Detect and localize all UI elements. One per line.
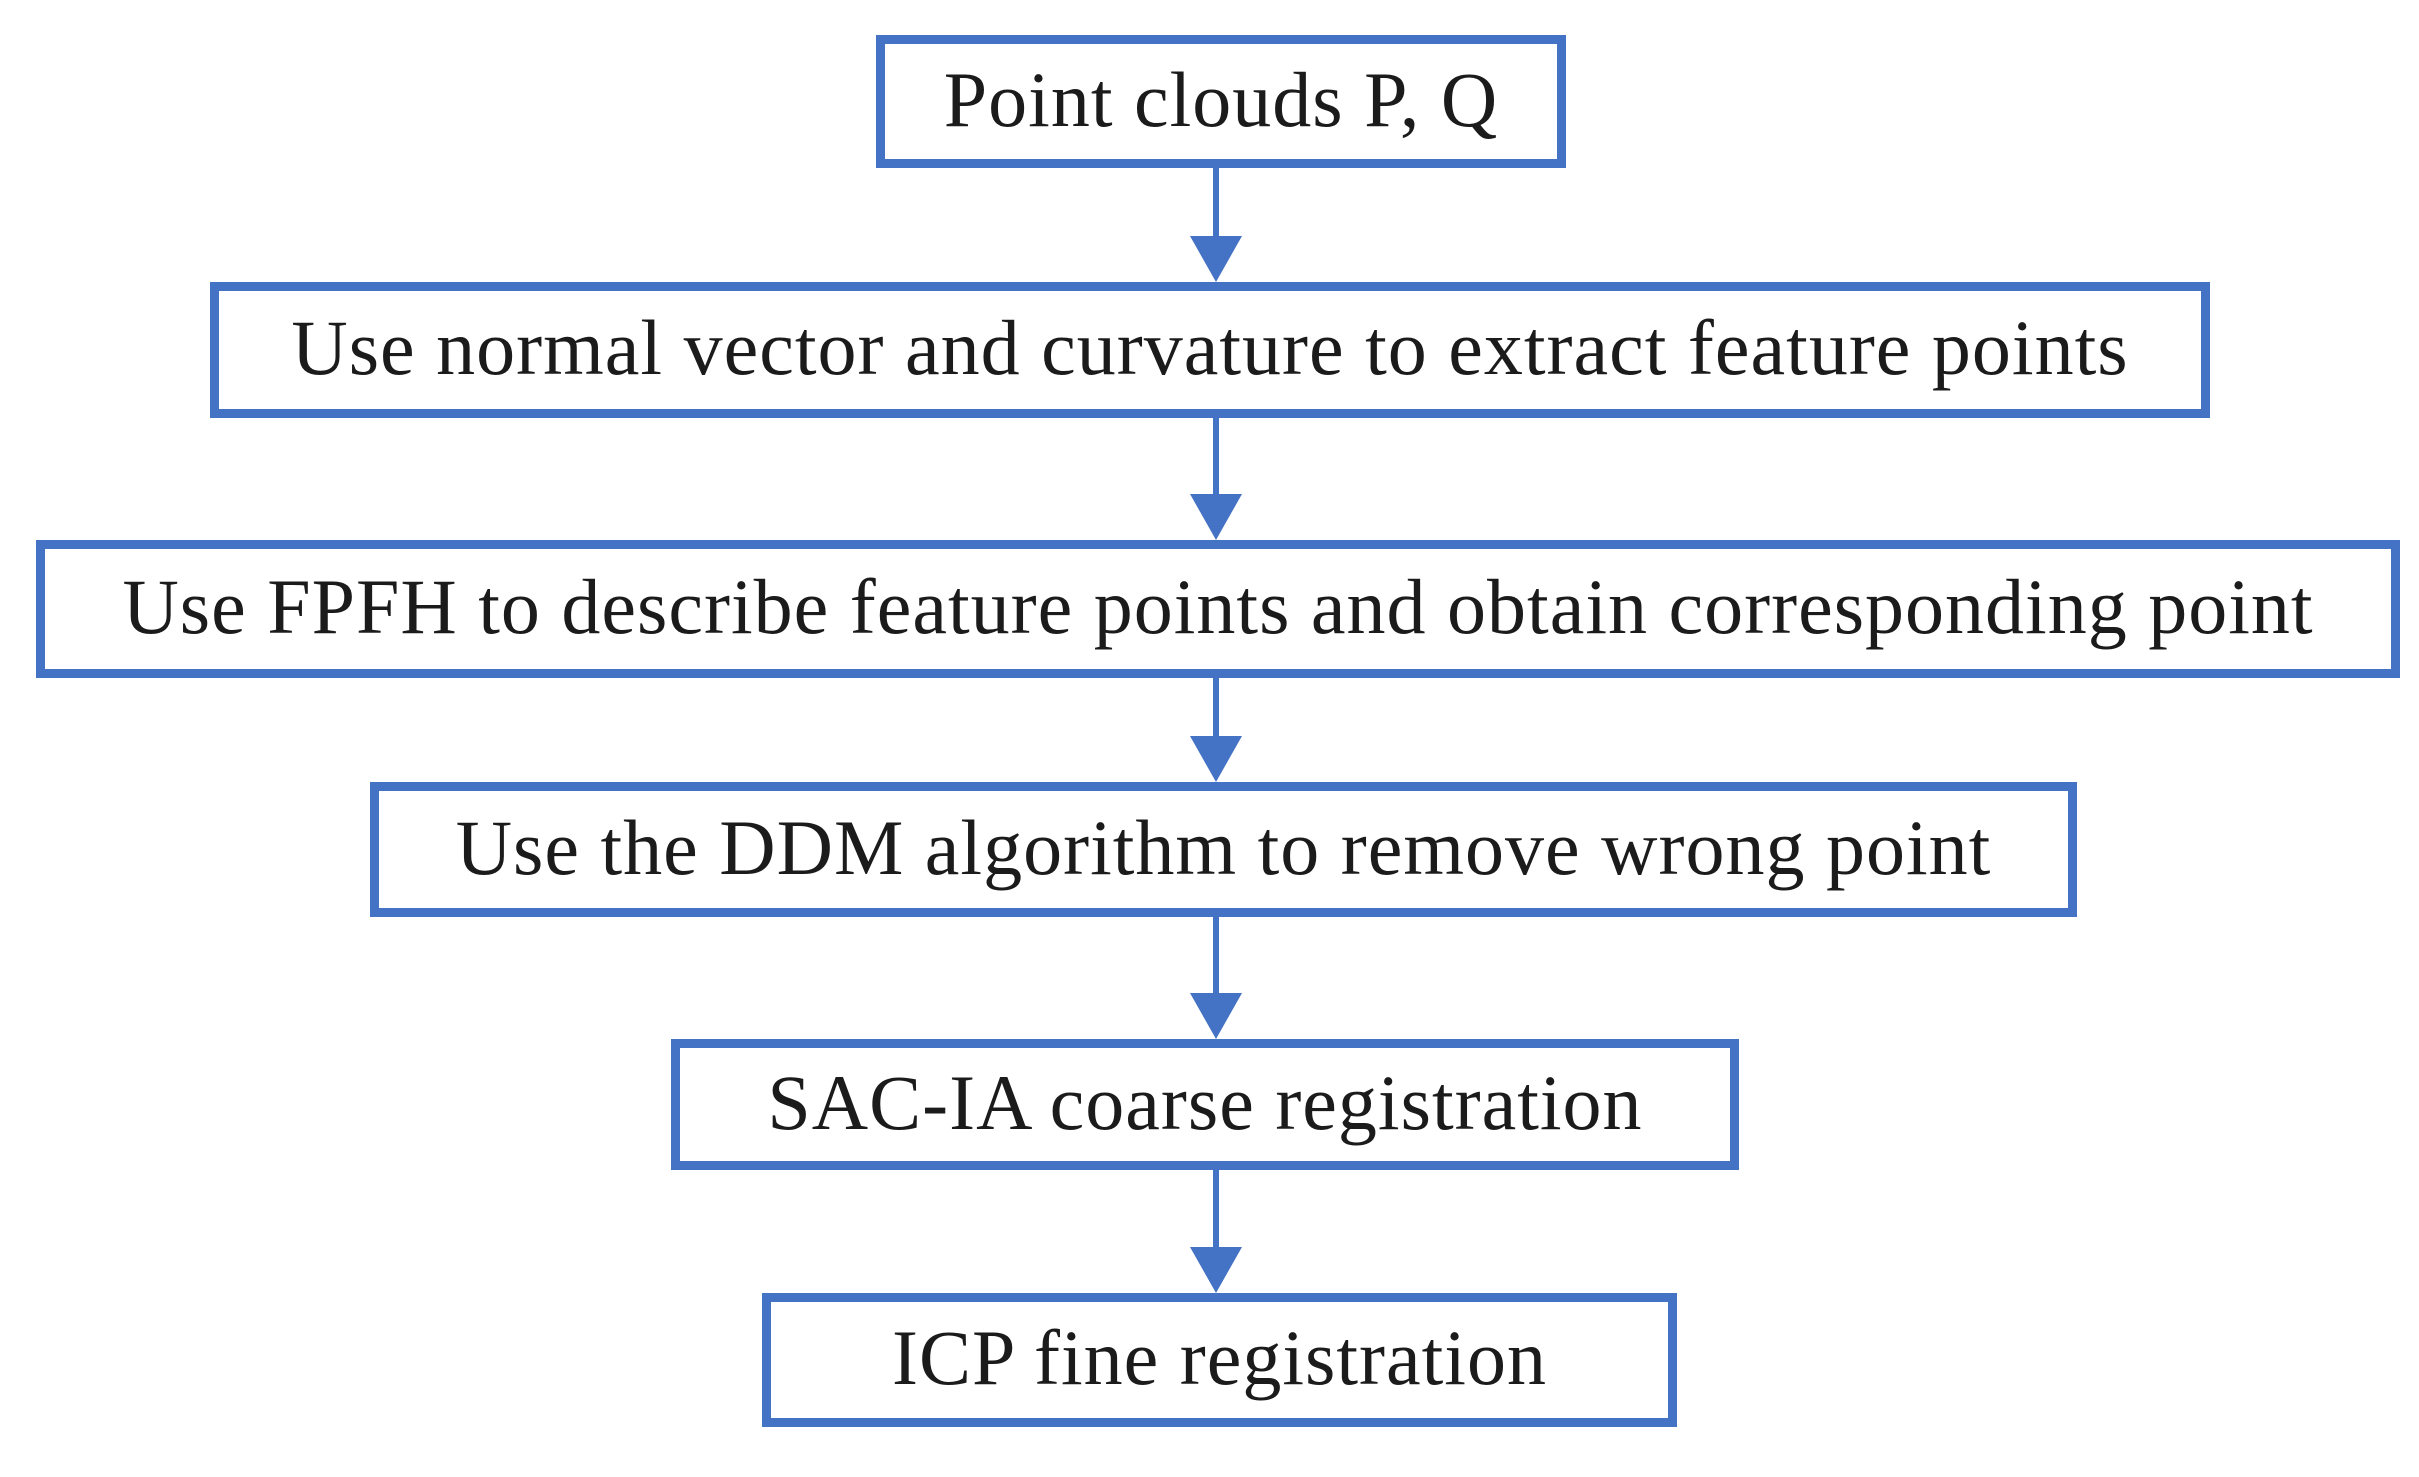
down-arrow-icon: [1190, 168, 1242, 282]
step-label: Use the DDM algorithm to remove wrong po…: [455, 803, 1992, 891]
flowchart-step-fpfh-correspondence: Use FPFH to describe feature points and …: [36, 540, 2400, 678]
step-label: Point clouds P, Q: [943, 55, 1499, 143]
flowchart-step-feature-extraction: Use normal vector and curvature to extra…: [210, 282, 2210, 418]
down-arrow-icon: [1190, 1170, 1242, 1293]
arrow-stem: [1213, 418, 1219, 494]
arrow-head: [1190, 993, 1242, 1039]
arrow-head: [1190, 1247, 1242, 1293]
arrow-stem: [1213, 1170, 1219, 1247]
down-arrow-icon: [1190, 678, 1242, 782]
arrow-head: [1190, 236, 1242, 282]
arrow-stem: [1213, 168, 1219, 236]
down-arrow-icon: [1190, 917, 1242, 1039]
arrow-head: [1190, 736, 1242, 782]
flowchart-step-icp-fine: ICP fine registration: [762, 1293, 1677, 1427]
flowchart-step-sac-ia-coarse: SAC-IA coarse registration: [671, 1039, 1739, 1170]
arrow-head: [1190, 494, 1242, 540]
flowchart-step-point-clouds: Point clouds P, Q: [876, 35, 1566, 168]
arrow-stem: [1213, 678, 1219, 736]
step-label: SAC-IA coarse registration: [767, 1058, 1643, 1146]
arrow-stem: [1213, 917, 1219, 993]
flowchart-step-ddm-filter: Use the DDM algorithm to remove wrong po…: [370, 782, 2077, 917]
down-arrow-icon: [1190, 418, 1242, 540]
step-label: Use normal vector and curvature to extra…: [291, 304, 2129, 391]
step-label: Use FPFH to describe feature points and …: [122, 563, 2314, 650]
step-label: ICP fine registration: [892, 1314, 1547, 1401]
